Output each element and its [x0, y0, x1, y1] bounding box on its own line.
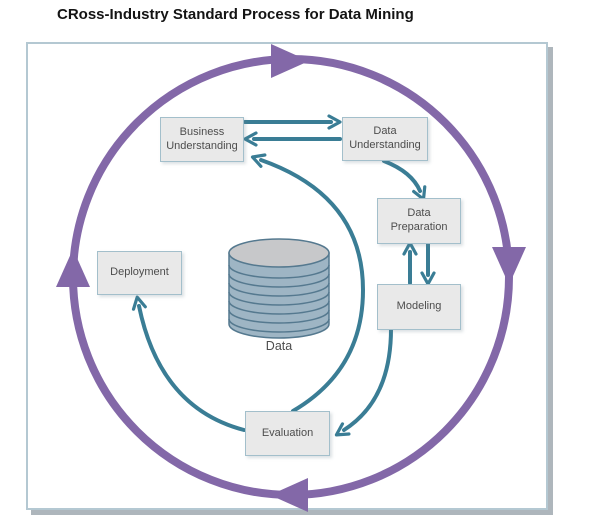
page-title: CRoss-Industry Standard Process for Data…: [57, 6, 414, 23]
node-deployment-label: Deployment: [110, 266, 169, 279]
node-modeling: Modeling: [377, 284, 461, 330]
node-business-understanding-label: Business Understanding: [166, 125, 238, 152]
node-evaluation: Evaluation: [245, 411, 330, 456]
cycle-arrowhead-right-icon: [492, 247, 526, 285]
node-modeling-label: Modeling: [396, 300, 442, 313]
cycle-arrowhead-left-icon: [56, 249, 90, 287]
cycle-arrowhead-bottom-icon: [270, 478, 308, 512]
flow-evaluation-to-business: [250, 153, 366, 413]
node-business-understanding: Business Understanding: [160, 117, 244, 162]
database-cylinder-icon: [228, 238, 330, 339]
flow-modeling-to-evaluation: [334, 327, 393, 437]
node-data-understanding-label: Data Understanding: [349, 125, 421, 151]
cycle-arrowhead-top-icon: [271, 44, 309, 78]
flow-data-understanding-to-preparation: [382, 159, 427, 201]
node-data-preparation-label: Data Preparation: [390, 207, 448, 233]
node-deployment: Deployment: [97, 251, 182, 295]
node-data-understanding: Data Understanding: [342, 117, 428, 161]
node-data-preparation: Data Preparation: [377, 198, 461, 244]
node-evaluation-label: Evaluation: [261, 426, 314, 439]
flow-evaluation-to-deployment: [131, 295, 246, 432]
data-store-label: Data: [265, 339, 293, 353]
